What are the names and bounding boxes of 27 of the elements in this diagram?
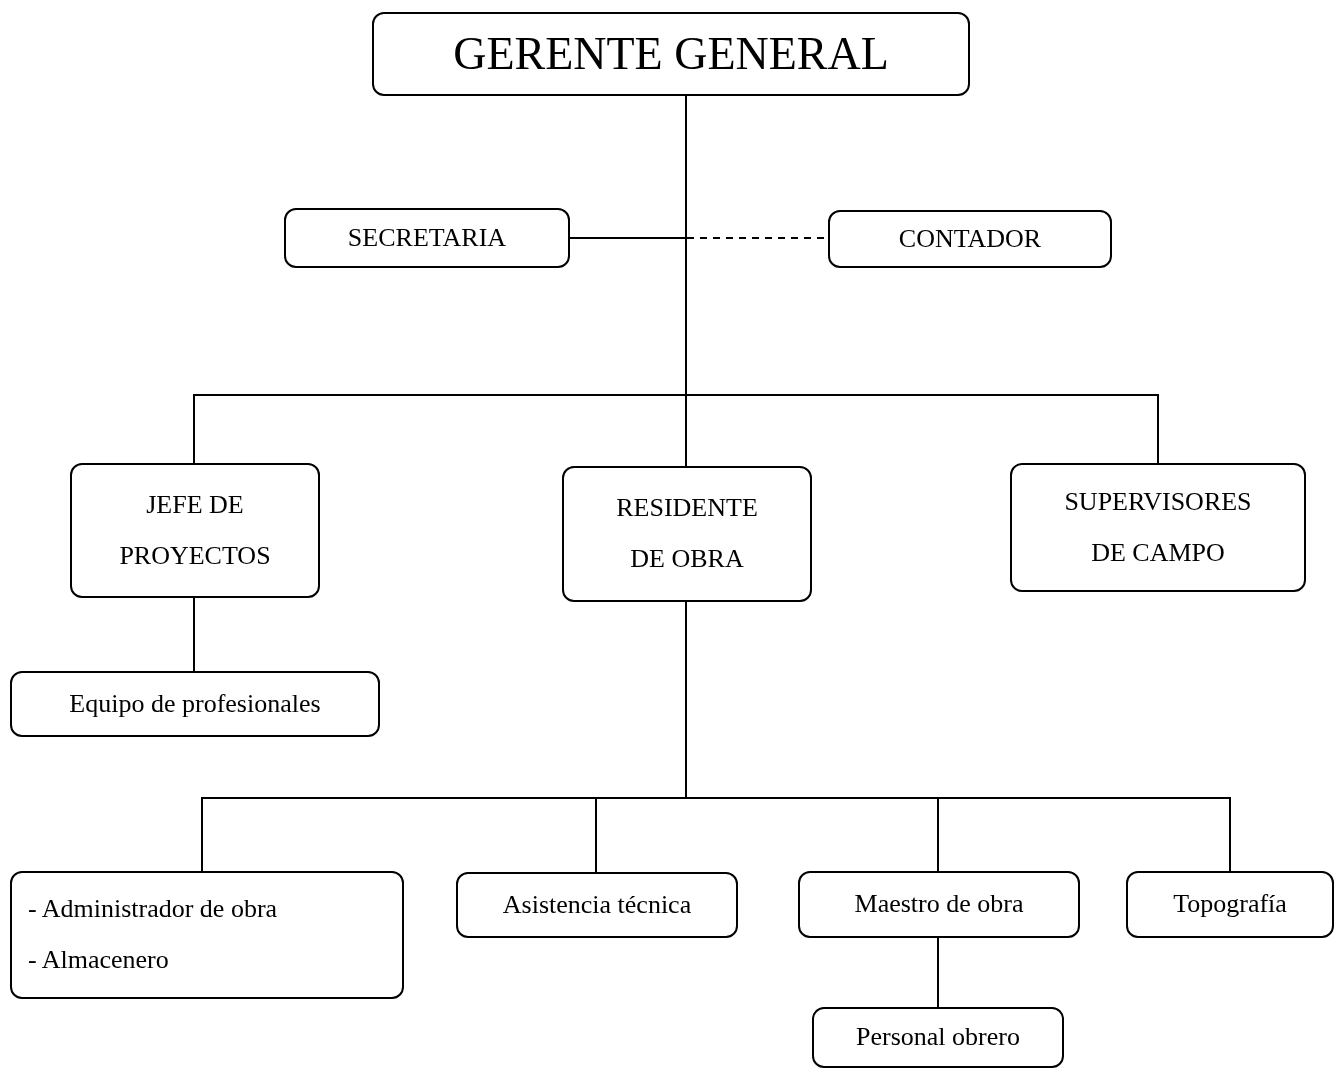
list-item: - Almacenero <box>28 944 169 976</box>
org-box <box>10 871 404 999</box>
org-box <box>828 210 1112 268</box>
box-label: Personal obrero <box>856 1021 1020 1054</box>
org-box <box>1126 871 1334 938</box>
box-label: Equipo de profesionales <box>69 687 321 720</box>
org-box <box>812 1007 1064 1068</box>
connector-line <box>193 597 195 672</box>
org-box <box>798 871 1080 938</box>
org-box <box>70 463 320 598</box>
list-item: - Administrador de obra <box>28 893 278 926</box>
org-box <box>562 466 812 602</box>
connector-line <box>937 937 939 1008</box>
box-label: Asistencia técnica <box>502 888 692 921</box>
box-label: RESIDENTE DE OBRA <box>615 492 759 575</box>
box-label: Maestro de obra <box>854 888 1024 921</box>
box-label: JEFE DE PROYECTOS <box>118 488 272 572</box>
org-box <box>284 208 570 268</box>
box-label: SUPERVISORES DE CAMPO <box>1063 485 1253 569</box>
box-label: SECRETARIA <box>347 221 507 254</box>
box-label: Topografía <box>1173 888 1287 921</box>
org-box <box>10 671 380 737</box>
org-box <box>1010 463 1306 592</box>
org-box <box>456 872 738 938</box>
box-label: GERENTE GENERAL <box>453 31 889 77</box>
box-label: CONTADOR <box>898 222 1042 255</box>
org-box <box>372 12 970 96</box>
